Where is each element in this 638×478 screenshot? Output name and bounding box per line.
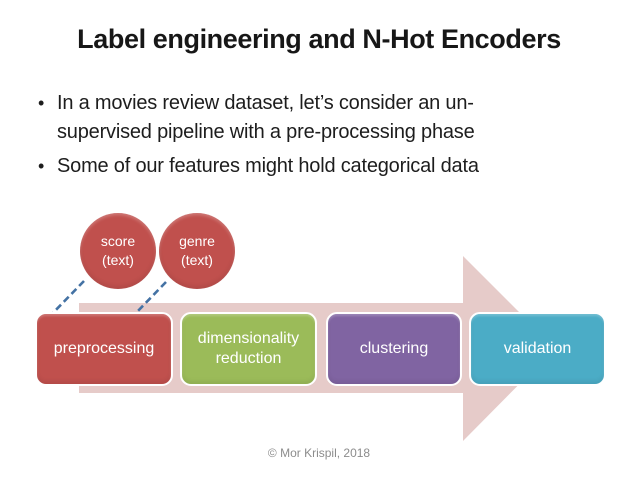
bullet-item: Some of our features might hold categori… bbox=[38, 152, 610, 181]
stage-label: dimensionality reduction bbox=[197, 330, 300, 367]
process-arrow-shape bbox=[79, 256, 555, 441]
pipeline-diagram bbox=[49, 256, 555, 441]
bullet-item: In a movies review dataset, let’s consid… bbox=[38, 89, 610, 147]
stage-label: validation bbox=[503, 340, 572, 357]
feature-circle-genre: genre (text) bbox=[159, 213, 235, 289]
stage-box-dimensionality-reduction: dimensionality reduction bbox=[180, 312, 317, 386]
feature-circle-label: genre (text) bbox=[179, 233, 215, 268]
stage-box-clustering: clustering bbox=[326, 312, 462, 386]
footer-credit: © Mor Krispil, 2018 bbox=[267, 446, 371, 460]
stage-label: clustering bbox=[359, 340, 429, 357]
feature-circle-score: score (text) bbox=[80, 213, 156, 289]
stage-box-preprocessing: preprocessing bbox=[35, 312, 173, 386]
slide-title: Label engineering and N-Hot Encoders bbox=[77, 24, 561, 54]
feature-circle-label: score (text) bbox=[100, 233, 136, 268]
stage-label: preprocessing bbox=[53, 340, 155, 357]
stage-box-validation: validation bbox=[469, 312, 606, 386]
connector-line-genre bbox=[134, 281, 167, 315]
connector-line-score bbox=[49, 280, 85, 317]
bullet-list: In a movies review dataset, let’s consid… bbox=[38, 89, 610, 181]
